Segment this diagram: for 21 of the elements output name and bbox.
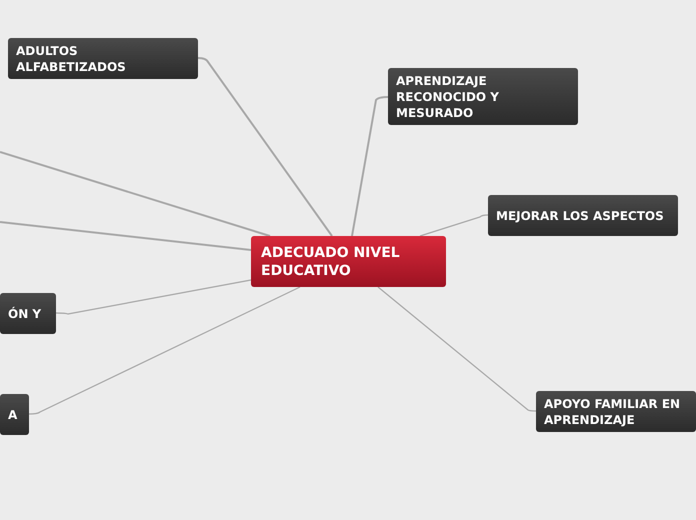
topic-box	[8, 38, 198, 79]
topic-text: MEJORAR LOS ASPECTOS	[496, 208, 665, 224]
connector-line	[56, 279, 252, 315]
connector-line	[198, 57, 333, 237]
topic-text: APRENDIZAJE RECONOCIDO Y MESURADO	[396, 72, 500, 120]
topic-box	[0, 394, 29, 435]
topic-box	[488, 195, 678, 236]
topic-box	[388, 68, 578, 125]
topic-text: APOYO FAMILIAR EN APRENDIZAJE	[544, 396, 682, 428]
central-topic-box	[251, 236, 446, 287]
topic-box	[0, 293, 56, 334]
topic-text: ÓN Y	[8, 306, 42, 322]
topic-text: ADECUADO NIVEL EDUCATIVO	[261, 244, 401, 280]
connector-line	[28, 286, 300, 415]
connector-line	[0, 221, 252, 251]
topic-text: A	[8, 406, 18, 422]
connector-line	[0, 151, 270, 237]
topic-box	[536, 391, 696, 432]
connector-line	[378, 286, 536, 412]
topic-text: ADULTOS ALFABETIZADOS	[16, 42, 127, 74]
connector-line	[420, 214, 488, 237]
